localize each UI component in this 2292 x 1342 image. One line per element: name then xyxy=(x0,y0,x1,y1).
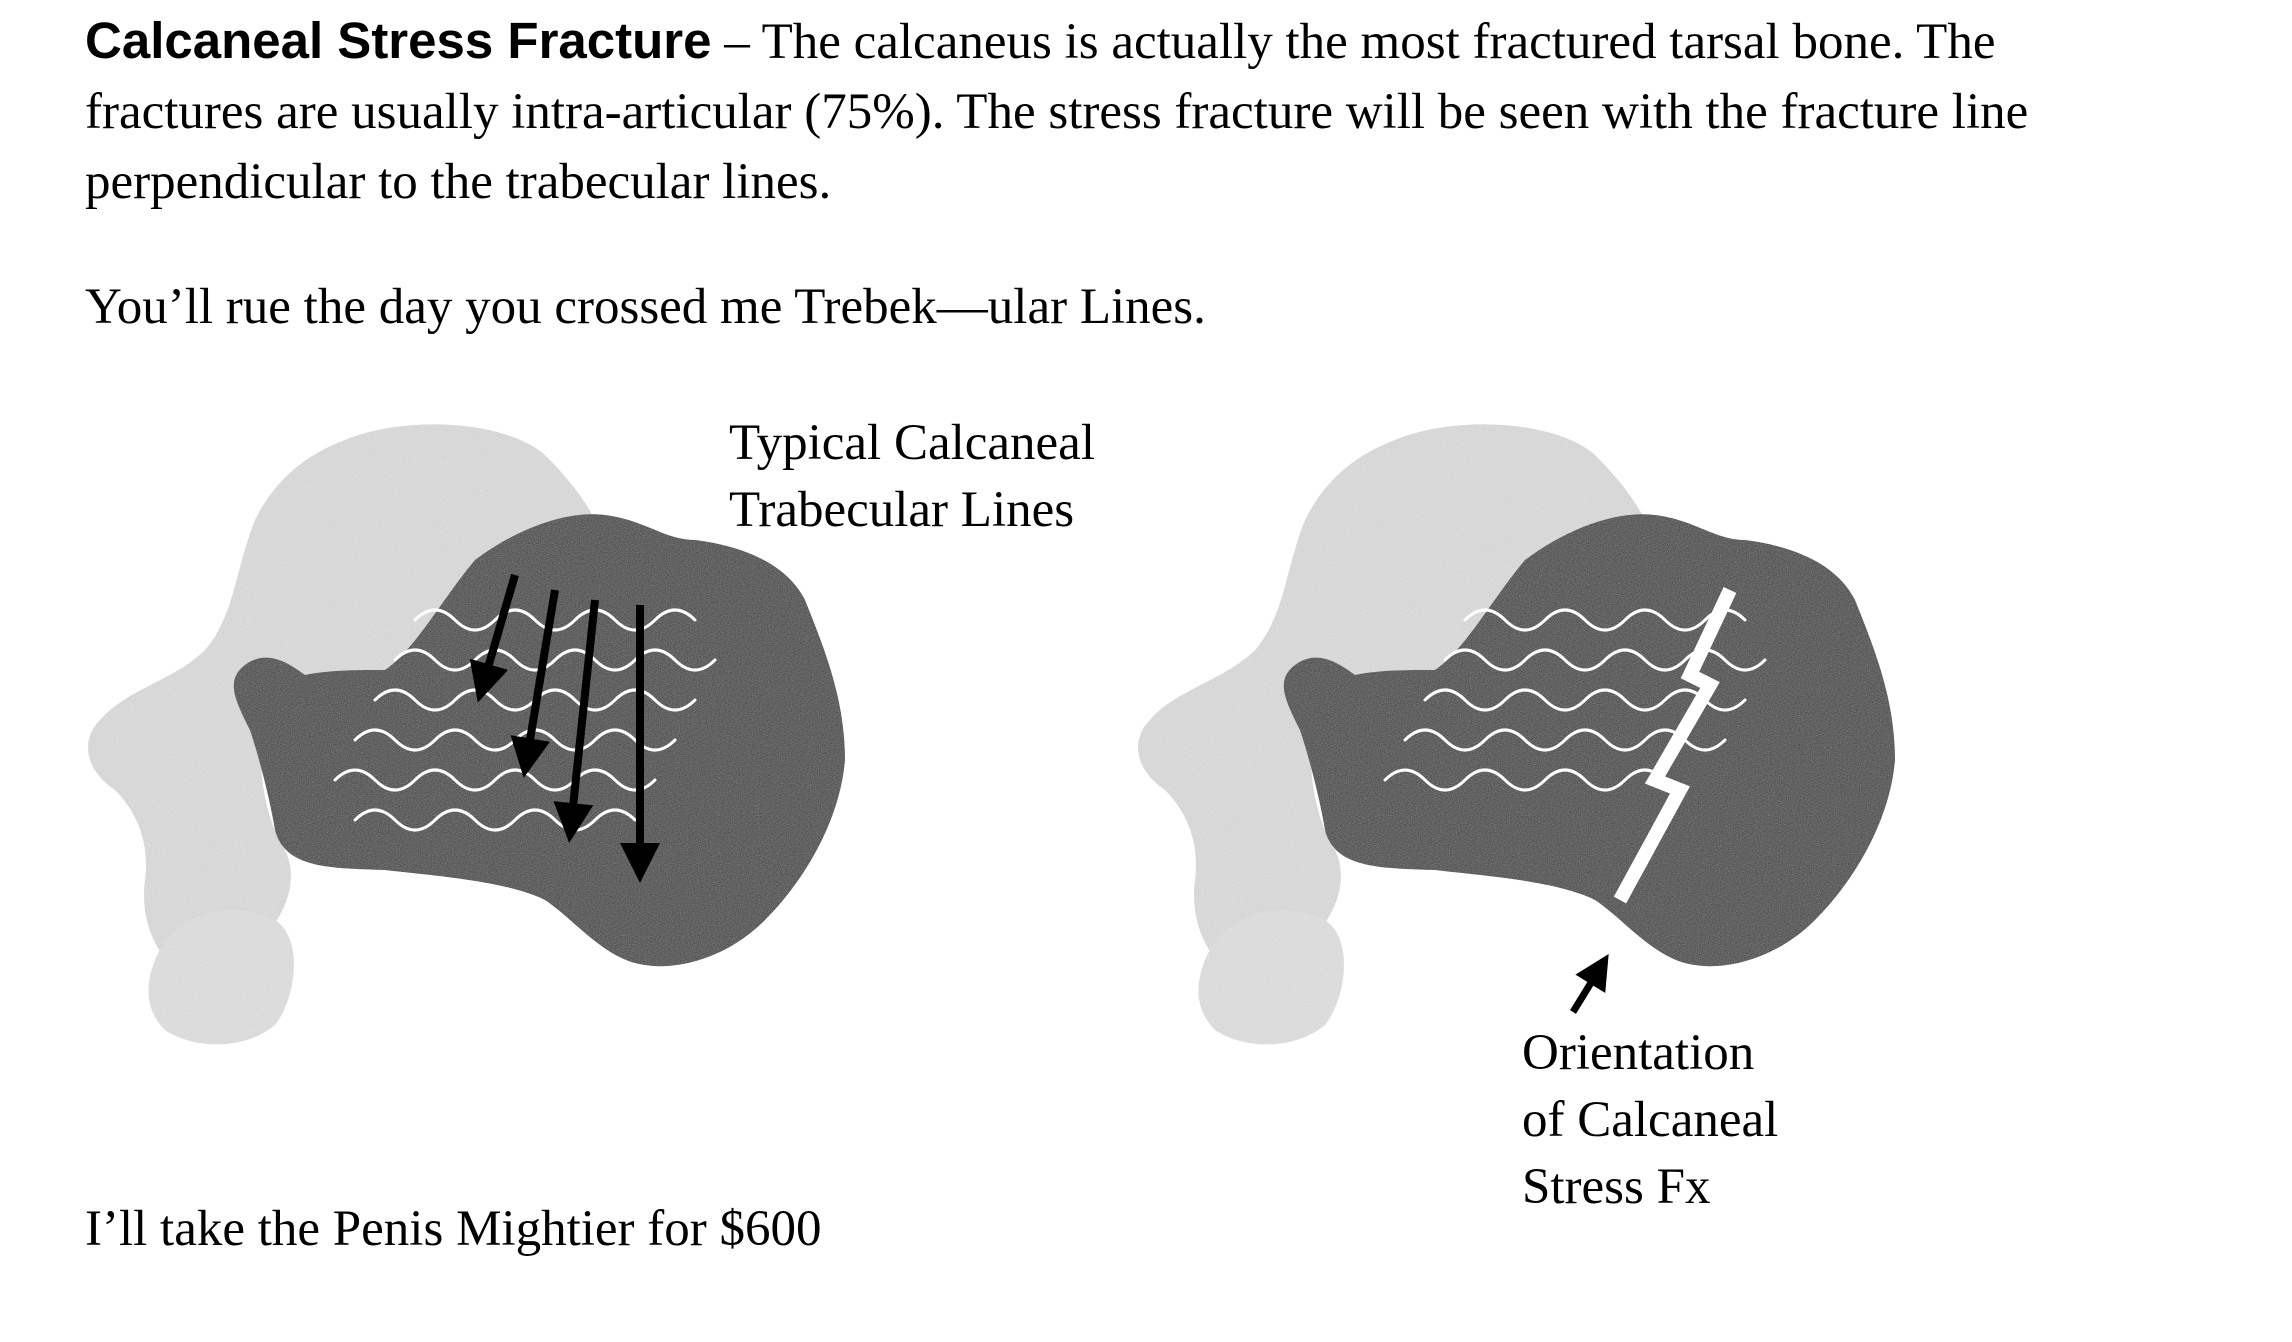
fracture-line xyxy=(1613,587,1737,904)
pointer-arrows xyxy=(469,573,660,883)
trabecular-label-line-1: Typical Calcaneal xyxy=(729,415,1095,471)
figure-trabecular-lines: Typical Calcaneal Trabecular Lines xyxy=(85,400,1145,1080)
joke-line: You’ll rue the day you crossed me Trebek… xyxy=(85,279,1206,335)
figure-stress-fracture: Orientation xyxy=(1135,400,2195,1081)
intro-body-text: – The calcaneus is actually the most fra… xyxy=(85,14,2029,210)
trabecular-lines xyxy=(1383,608,1767,792)
calcaneus-shape xyxy=(1283,514,1895,967)
calcaneus-fracture-illustration xyxy=(1138,424,1895,1045)
section-heading: Calcaneal Stress Fracture xyxy=(85,12,712,69)
fracture-label-line-3: Stress Fx xyxy=(1522,1159,1711,1215)
calcaneus-trabecular-illustration xyxy=(88,424,846,1045)
trabecular-label-line-2: Trabecular Lines xyxy=(729,482,1075,538)
fracture-label-line-2: of Calcaneal xyxy=(1522,1092,1779,1148)
footer-line: I’ll take the Penis Mightier for $600 xyxy=(85,1201,822,1257)
cuboid-shape xyxy=(148,910,294,1045)
fracture-pointer-arrow xyxy=(1570,954,1609,1014)
fracture-label-line-1: Orientation xyxy=(1522,1025,1755,1081)
intro-paragraph: Calcaneal Stress Fracture – The calcaneu… xyxy=(85,6,2145,217)
cuboid-shape xyxy=(1198,910,1344,1045)
